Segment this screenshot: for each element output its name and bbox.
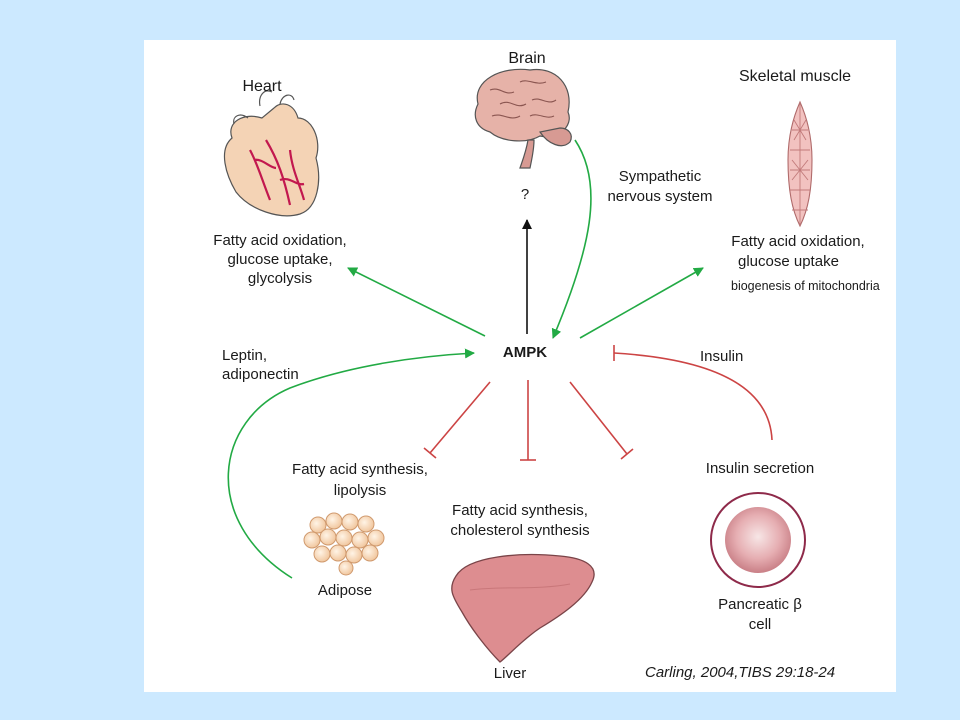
leptin-line2: adiponectin: [222, 366, 299, 383]
muscle-effects-line2: glucose uptake: [738, 253, 839, 270]
arrow-ampk-to-muscle: [579, 267, 704, 339]
adipose-effects-line2: lipolysis: [333, 482, 387, 499]
adipose-label: Adipose: [317, 582, 373, 599]
leptin-line1: Leptin,: [222, 347, 268, 364]
sympathetic-line1: Sympathetic: [618, 168, 702, 185]
pancreas-effects: Insulin secretion: [705, 460, 815, 477]
citation: Carling, 2004,TIBS 29:18-24: [645, 664, 836, 681]
arrow-sympathetic-to-ampk: [551, 139, 592, 339]
insulin-label: Insulin: [700, 348, 744, 365]
muscle-illustration: [787, 100, 813, 228]
adipose-effects-line1: Fatty acid synthesis,: [292, 461, 428, 478]
heart-illustration: [223, 90, 320, 217]
liver-effects-line1: Fatty acid synthesis,: [452, 502, 588, 519]
liver-label: Liver: [493, 665, 527, 682]
liver-illustration: [451, 554, 595, 663]
arrow-ampk-to-heart: [347, 267, 486, 337]
heart-effects-line1: Fatty acid oxidation,: [213, 232, 347, 249]
skeletal-muscle-label: Skeletal muscle: [738, 68, 852, 85]
muscle-effects-line1: Fatty acid oxidation,: [731, 233, 865, 250]
pancreas-label-line2: cell: [748, 616, 772, 633]
inhibit-ampk-to-pancreas: [569, 381, 628, 455]
brain-question-mark: ?: [520, 186, 530, 203]
sympathetic-line2: nervous system: [607, 188, 713, 205]
heart-effects-line3: glycolysis: [247, 270, 313, 287]
arrow-leptin-to-ampk: [227, 348, 475, 579]
adipose-illustration: [303, 512, 385, 576]
inhibit-ampk-to-adipose: [429, 381, 491, 454]
brain-illustration: [474, 68, 572, 169]
pancreas-label-line1: Pancreatic β: [718, 596, 802, 613]
inhibit-insulin-to-ampk: [613, 352, 773, 441]
liver-effects-line2: cholesterol synthesis: [450, 522, 590, 539]
heart-label: Heart: [242, 78, 282, 95]
ampk-node: AMPK: [502, 344, 548, 361]
brain-label: Brain: [508, 50, 546, 67]
pancreatic-cell-illustration: [710, 492, 806, 588]
arrows: [227, 139, 773, 579]
heart-effects-line2: glucose uptake,: [227, 251, 333, 268]
muscle-mitochondria-note: biogenesis of mitochondria: [731, 279, 880, 293]
